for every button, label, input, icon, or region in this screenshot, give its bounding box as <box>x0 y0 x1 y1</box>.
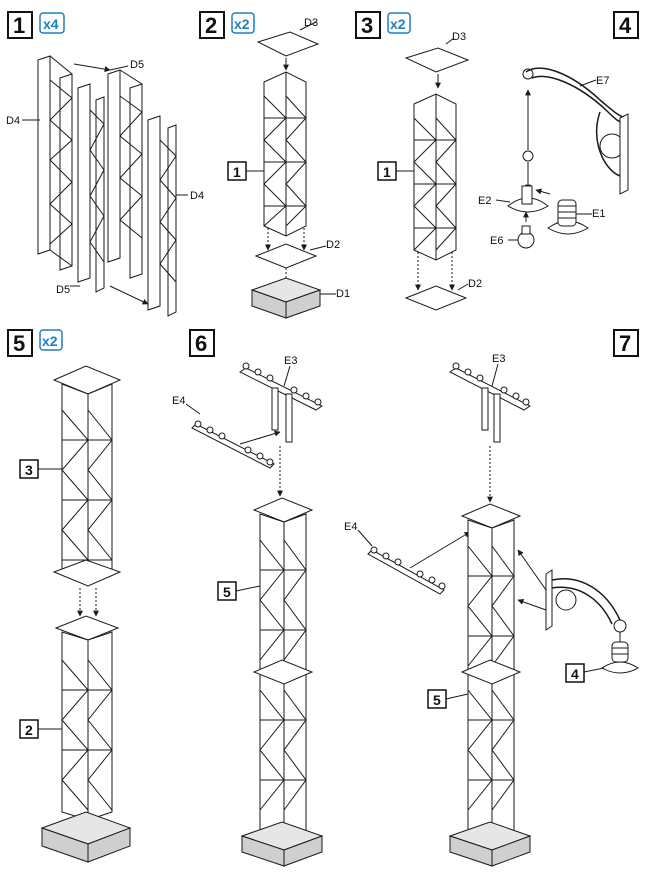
quantity-badge <box>39 12 65 34</box>
ref-number: 2 <box>25 722 33 738</box>
part-label-d3: D3 <box>304 17 318 29</box>
quantity-label: x2 <box>42 333 58 349</box>
ref-number: 1 <box>233 164 241 180</box>
quantity-label: x4 <box>43 16 59 32</box>
part-label-e6: E6 <box>490 235 503 247</box>
ref-number: 5 <box>223 584 231 600</box>
base-plate <box>404 285 468 311</box>
part-label-e2: E2 <box>478 195 491 207</box>
step-6: 6 E3 E4 <box>172 329 324 867</box>
step-5: 5 x2 3 2 <box>7 329 132 863</box>
ref-number: 1 <box>383 164 391 180</box>
lattice-column <box>263 71 307 237</box>
step-2: 2 x2 D3 1 D2 D1 <box>199 11 350 319</box>
step-number: 2 <box>205 13 217 38</box>
ref-number: 3 <box>25 462 33 478</box>
step-number: 7 <box>619 331 631 356</box>
crossarm-e3 <box>239 362 323 443</box>
part-label-d3: D3 <box>452 31 466 43</box>
base-plate <box>254 243 318 269</box>
cap-plate <box>256 31 320 57</box>
step-number: 3 <box>361 13 373 38</box>
concrete-base <box>250 277 322 319</box>
lamp-shade-e1 <box>547 199 589 235</box>
step-number: 6 <box>195 331 207 356</box>
step-number: 4 <box>619 13 632 38</box>
lattice-column <box>413 93 457 261</box>
lower-tower-section <box>40 615 132 863</box>
lattice-panel <box>77 83 105 293</box>
part-label-d4: D4 <box>190 190 204 202</box>
step-number: 1 <box>13 13 25 38</box>
light-bulb <box>517 225 535 249</box>
crossarm-e4 <box>367 546 446 595</box>
lamp-bracket <box>522 67 629 195</box>
part-label-e3: E3 <box>492 353 505 365</box>
quantity-label: x2 <box>390 16 406 32</box>
step-number-box <box>613 11 639 39</box>
ref-box <box>565 663 585 683</box>
part-label-d4: D4 <box>6 115 20 127</box>
part-label-e7: E7 <box>596 75 609 87</box>
ref-number: 5 <box>433 692 441 708</box>
step-number-box <box>189 329 215 357</box>
ref-number: 4 <box>571 666 579 682</box>
step-number-box <box>7 329 33 357</box>
part-label-d5: D5 <box>130 59 144 71</box>
part-label-e4: E4 <box>344 521 357 533</box>
lattice-panel <box>147 115 177 317</box>
part-label-d2: D2 <box>326 239 340 251</box>
step-number-box <box>199 11 225 39</box>
step-1: 1 x4 D4 D5 <box>6 11 204 317</box>
step-4: 4 E7 E2 E1 <box>478 11 639 249</box>
upper-tower-section <box>52 365 122 587</box>
step-3: 3 x2 D3 1 D2 <box>355 11 482 311</box>
part-label-d2: D2 <box>468 278 482 290</box>
lamp-shade-e2 <box>507 185 549 213</box>
cap-plate <box>404 47 470 73</box>
lamp-bracket-assembly <box>545 569 639 674</box>
step-7: 7 E3 E4 <box>344 329 639 867</box>
quantity-label: x2 <box>234 16 250 32</box>
crossarm-e3 <box>449 362 531 443</box>
part-label-e1: E1 <box>592 208 605 220</box>
lattice-panel <box>37 55 73 271</box>
part-label-d1: D1 <box>336 288 350 300</box>
quantity-badge <box>387 12 411 34</box>
step-number-box <box>7 11 33 39</box>
assembled-tower <box>448 503 532 867</box>
step-number: 5 <box>13 331 25 356</box>
part-label-e4: E4 <box>172 395 185 407</box>
part-label-e3: E3 <box>284 355 297 367</box>
part-label-d5: D5 <box>56 284 70 296</box>
crossarm-e4 <box>191 420 275 469</box>
quantity-badge <box>231 12 255 34</box>
quantity-badge <box>39 329 63 351</box>
assembled-tower <box>240 497 324 867</box>
step-number-box <box>613 329 639 357</box>
lattice-panel <box>107 69 143 279</box>
step-number-box <box>355 11 381 39</box>
